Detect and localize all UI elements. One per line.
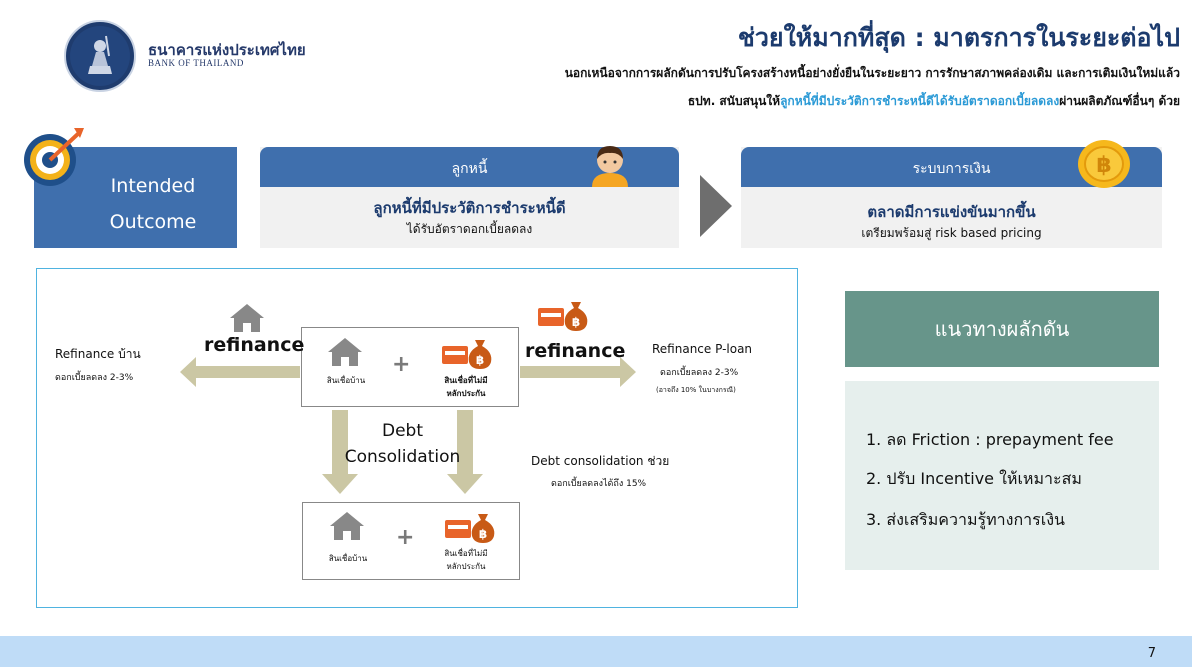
unsecured-l1: สินเชื่อที่ไม่มี bbox=[444, 376, 488, 385]
guideline-header-label: แนวทางผลักดัน bbox=[934, 317, 1070, 341]
financial-sub-text: เตรียมพร้อมสู่ risk based pricing bbox=[861, 226, 1042, 240]
outcome-line-2: Outcome bbox=[109, 211, 197, 233]
debtor-main-text: ลูกหนี้ที่มีประวัติการชำระหนี้ดี bbox=[373, 199, 566, 217]
unsecured-l2-bottom: หลักประกัน bbox=[446, 562, 486, 571]
refinance-label-right: refinance bbox=[525, 340, 626, 362]
guideline-item-3: 3. ส่งเสริมความรู้ทางการเงิน bbox=[866, 510, 1065, 529]
svg-text:฿: ฿ bbox=[476, 353, 484, 367]
debtor-head-label: ลูกหนี้ bbox=[451, 161, 488, 177]
subtitle-highlight: ลูกหนี้ที่มีประวัติการชำระหนี้ดีได้รับอั… bbox=[780, 94, 1060, 108]
guideline-body bbox=[845, 381, 1159, 570]
refinance-home-title: Refinance บ้าน bbox=[55, 347, 141, 361]
arrow-right-refinance-ploan bbox=[520, 357, 636, 387]
refinance-ploan-title: Refinance P-loan bbox=[652, 342, 753, 356]
refinance-ploan-note: (อาจถึง 10% ในบางกรณี) bbox=[656, 386, 736, 394]
card-moneybag-icon: ฿ bbox=[441, 334, 493, 374]
page-title: ช่วยให้มากที่สุด : มาตรการในระยะต่อไป bbox=[737, 23, 1180, 52]
intended-outcome-label: Intended Outcome bbox=[88, 168, 218, 240]
svg-text:฿: ฿ bbox=[1096, 153, 1111, 178]
debtor-sub-text: ได้รับอัตราดอกเบี้ยลดลง bbox=[406, 222, 533, 236]
plus-sign-bottom: + bbox=[396, 525, 415, 550]
person-icon bbox=[586, 143, 634, 191]
financial-head-label: ระบบการเงิน bbox=[912, 161, 991, 177]
subtitle-line-1: นอกเหนือจากการผลักดันการปรับโครงสร้างหนี… bbox=[564, 66, 1180, 80]
refinance-diagram bbox=[36, 268, 798, 608]
home-loan-label: สินเชื่อบ้าน bbox=[326, 376, 366, 385]
debt-consolidation-sub: ดอกเบี้ยลดลงได้ถึง 15% bbox=[551, 479, 647, 489]
unsecured-loan-label-top: สินเชื่อที่ไม่มี หลักประกัน bbox=[426, 374, 506, 400]
subtitle-pre: ธปท. สนับสนุนให้ bbox=[687, 94, 781, 108]
card-moneybag-icon-bottom: ฿ bbox=[444, 508, 496, 548]
card-moneybag-icon-refinance: ฿ bbox=[537, 296, 589, 336]
svg-text:฿: ฿ bbox=[572, 315, 580, 329]
subtitle-post: ผ่านผลิตภัณฑ์อื่นๆ ด้วย bbox=[1059, 94, 1180, 108]
debt-consolidation-label: Debt Consolidation bbox=[335, 418, 470, 470]
house-icon-bottom bbox=[328, 510, 366, 546]
arrow-left-refinance-home bbox=[180, 357, 300, 387]
guideline-header: แนวทางผลักดัน bbox=[845, 291, 1159, 367]
debt-l1: Debt bbox=[381, 421, 423, 441]
financial-main-text: ตลาดมีการแข่งขันมากขึ้น bbox=[867, 203, 1036, 221]
org-name-thai: ธนาคารแห่งประเทศไทย bbox=[148, 41, 306, 59]
plus-sign: + bbox=[392, 352, 411, 377]
unsecured-l1-bottom: สินเชื่อที่ไม่มี bbox=[444, 549, 488, 558]
unsecured-loan-label-bottom: สินเชื่อที่ไม่มี หลักประกัน bbox=[426, 547, 506, 573]
refinance-home-sub: ดอกเบี้ยลดลง 2-3% bbox=[55, 373, 134, 383]
arrow-down-left bbox=[322, 410, 358, 494]
arrow-down-right bbox=[447, 410, 483, 494]
subtitle-line-2: ธปท. สนับสนุนให้ลูกหนี้ที่มีประวัติการชำ… bbox=[688, 92, 1180, 111]
page-number: 7 bbox=[1147, 646, 1156, 661]
outcome-line-1: Intended bbox=[110, 175, 196, 197]
refinance-ploan-sub: ดอกเบี้ยลดลง 2-3% bbox=[660, 368, 739, 378]
bitcoin-coin-icon: ฿ bbox=[1075, 138, 1133, 194]
svg-text:฿: ฿ bbox=[479, 527, 487, 541]
guideline-item-2: 2. ปรับ Incentive ให้เหมาะสม bbox=[866, 469, 1082, 488]
debt-consolidation-title: Debt consolidation ช่วย bbox=[531, 454, 670, 468]
home-loan-label-bottom: สินเชื่อบ้าน bbox=[328, 554, 368, 563]
debt-l2: Consolidation bbox=[344, 447, 461, 467]
arrow-right-icon bbox=[700, 175, 732, 237]
footer-bar bbox=[0, 636, 1192, 667]
guideline-item-1: 1. ลด Friction : prepayment fee bbox=[866, 430, 1114, 449]
target-icon bbox=[22, 124, 88, 190]
house-icon bbox=[326, 336, 364, 372]
house-icon-refinance bbox=[228, 302, 266, 338]
refinance-label-left: refinance bbox=[204, 334, 305, 356]
bot-emblem-icon bbox=[64, 20, 136, 92]
org-name-english: BANK OF THAILAND bbox=[148, 58, 244, 68]
unsecured-l2: หลักประกัน bbox=[446, 389, 486, 398]
